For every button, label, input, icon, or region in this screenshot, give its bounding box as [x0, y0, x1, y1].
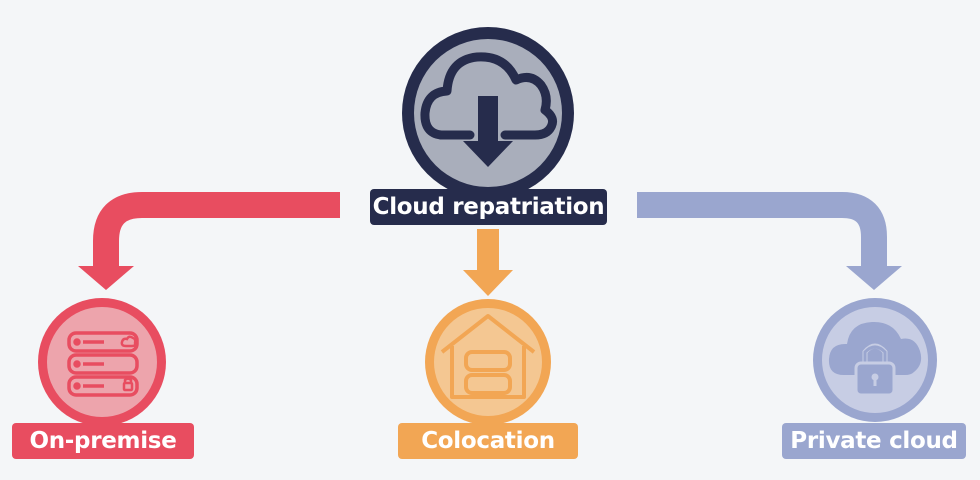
root-label: Cloud repatriation: [370, 189, 607, 225]
cloud-lock-icon: [828, 321, 922, 397]
private-label: Private cloud: [782, 423, 966, 459]
connector-coloc: [463, 229, 513, 296]
cloud-download-icon: [420, 52, 557, 167]
server-rack-icon: [67, 331, 139, 397]
house-server-icon: [440, 314, 536, 399]
onprem-node-circle: [38, 298, 166, 426]
private-node-circle: [813, 298, 937, 422]
connector-private: [637, 192, 902, 290]
root-node-circle: [402, 27, 574, 199]
onprem-label: On-premise: [12, 423, 194, 459]
connector-onprem: [78, 192, 340, 290]
coloc-node-circle: [425, 299, 551, 425]
coloc-label: Colocation: [398, 423, 578, 459]
